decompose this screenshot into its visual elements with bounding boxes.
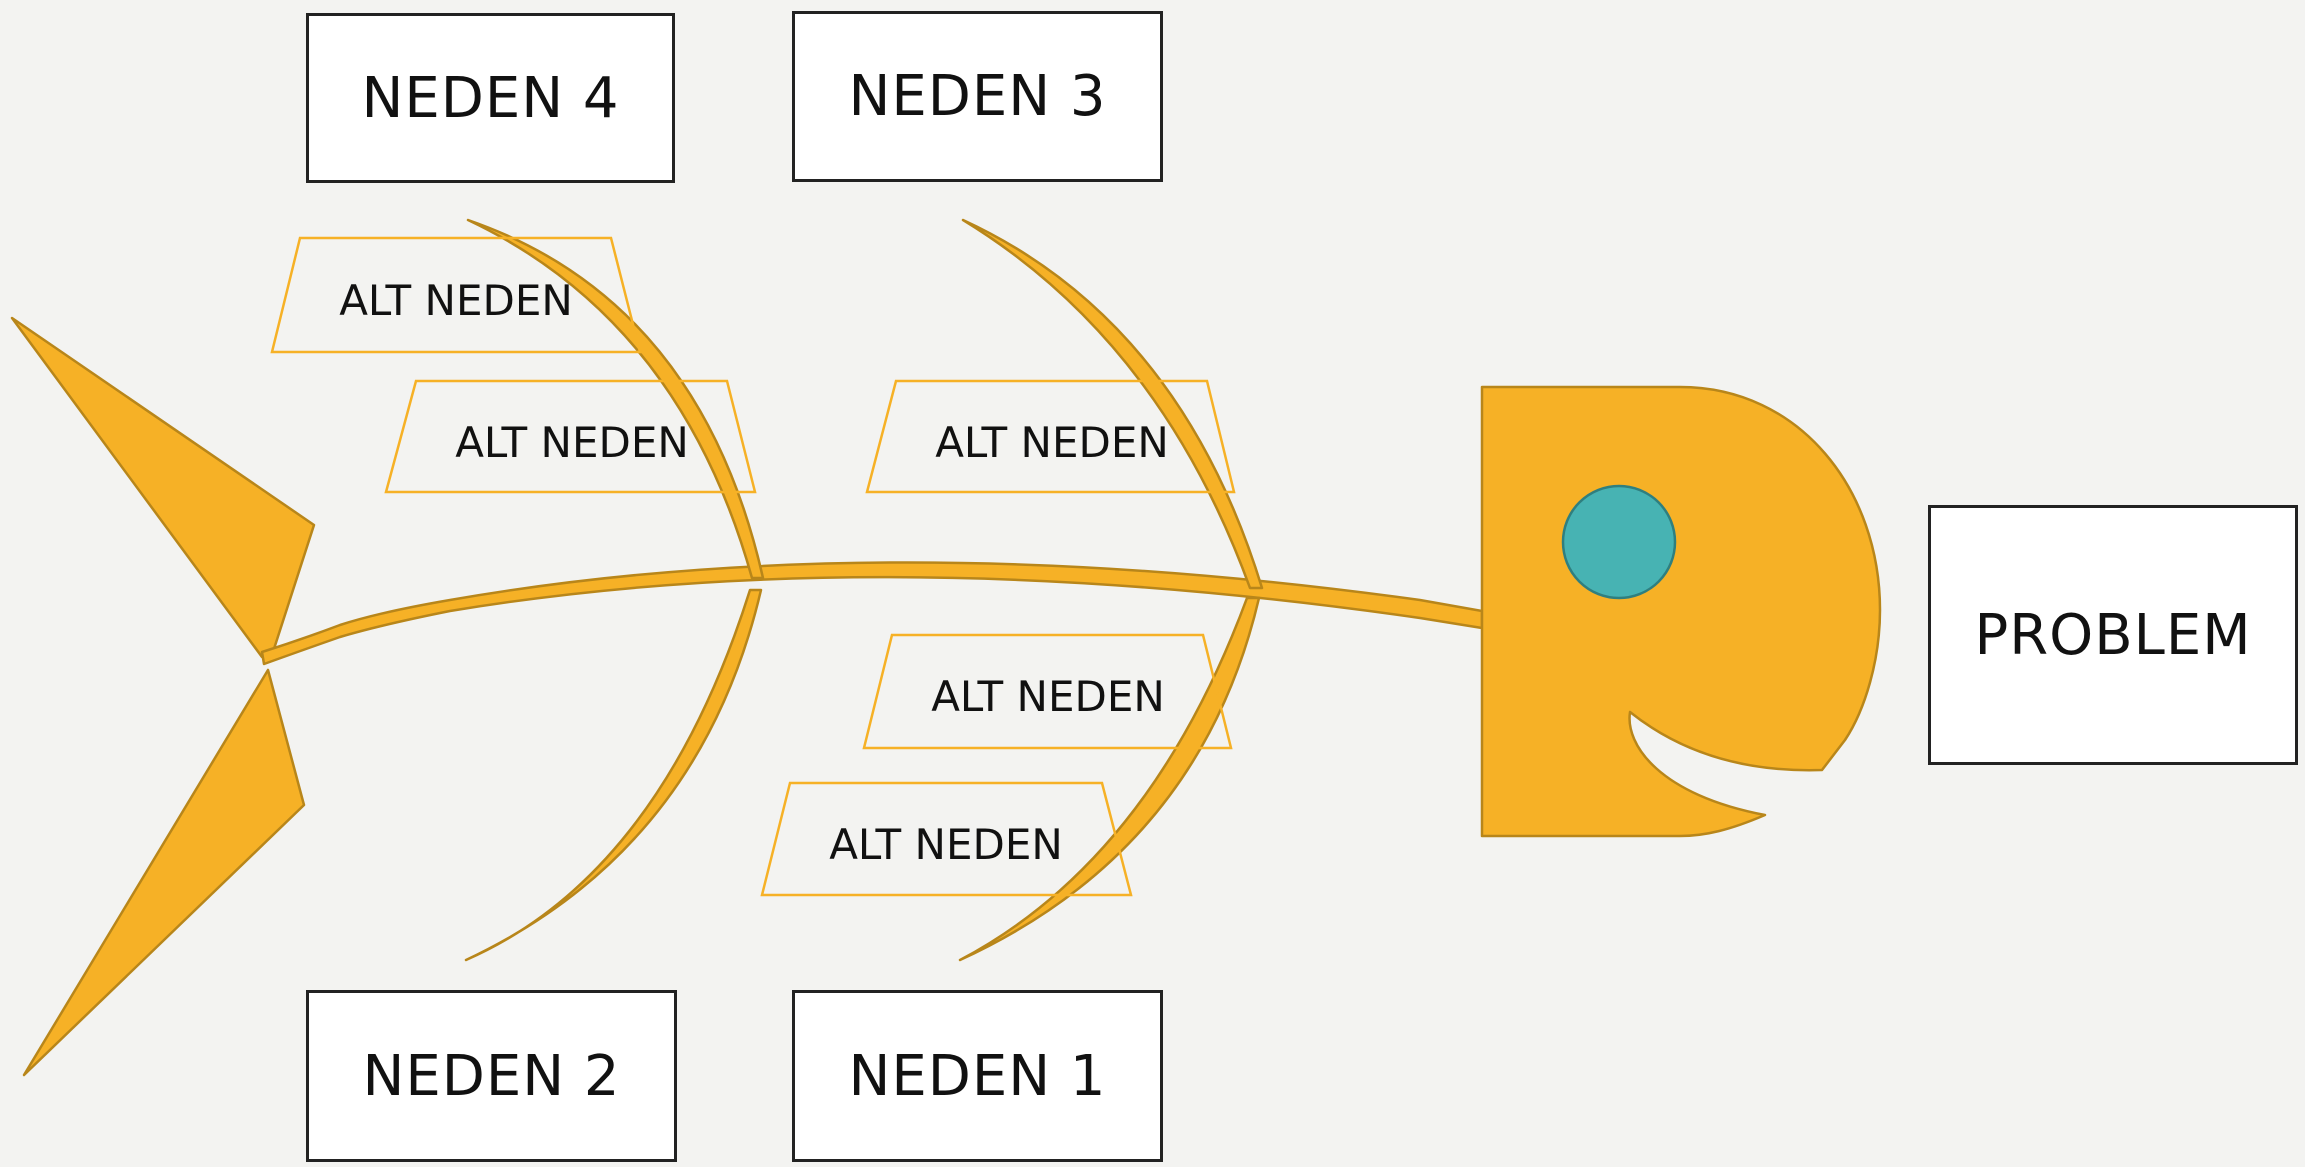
sub-cause-shape-4 <box>862 633 1233 750</box>
fish-bone-spine <box>260 561 1484 666</box>
sub-cause-label-1: ALT NEDEN <box>300 262 612 338</box>
sub-cause-text-5: ALT NEDEN <box>829 819 1063 869</box>
fish-eye-icon <box>1561 484 1677 600</box>
sub-cause-label-4: ALT NEDEN <box>892 658 1204 734</box>
sub-cause-shape-5 <box>760 781 1133 897</box>
sub-cause-text-3: ALT NEDEN <box>935 417 1169 467</box>
sub-cause-text-2: ALT NEDEN <box>455 417 689 467</box>
fish-tail-upper <box>10 316 316 659</box>
fish-tail-lower <box>22 668 306 1077</box>
sub-cause-label-5: ALT NEDEN <box>790 806 1102 882</box>
sub-cause-shape-2 <box>384 379 757 494</box>
cause-label-neden-3: NEDEN 3 <box>848 64 1107 129</box>
sub-cause-label-2: ALT NEDEN <box>416 404 728 480</box>
sub-cause-shape-3 <box>865 379 1236 494</box>
cause-label-neden-4: NEDEN 4 <box>361 65 620 131</box>
rib-neden-3 <box>961 218 1264 590</box>
rib-neden-2 <box>464 588 763 962</box>
cause-label-neden-2: NEDEN 2 <box>362 1043 621 1109</box>
sub-cause-text-4: ALT NEDEN <box>931 671 1165 721</box>
effect-label: PROBLEM <box>1974 602 2252 668</box>
cause-box-neden-3: NEDEN 3 <box>792 11 1163 182</box>
cause-label-neden-1: NEDEN 1 <box>848 1043 1107 1109</box>
sub-cause-label-3: ALT NEDEN <box>896 404 1208 480</box>
sub-cause-shape-1 <box>270 236 642 354</box>
cause-box-neden-1: NEDEN 1 <box>792 990 1163 1162</box>
cause-box-neden-4: NEDEN 4 <box>306 13 675 183</box>
effect-box-problem: PROBLEM <box>1928 505 2298 765</box>
rib-neden-4 <box>466 218 765 580</box>
fish-head-shape <box>1480 385 1882 838</box>
cause-box-neden-2: NEDEN 2 <box>306 990 677 1162</box>
sub-cause-text-1: ALT NEDEN <box>339 275 573 325</box>
rib-neden-1 <box>958 596 1261 962</box>
